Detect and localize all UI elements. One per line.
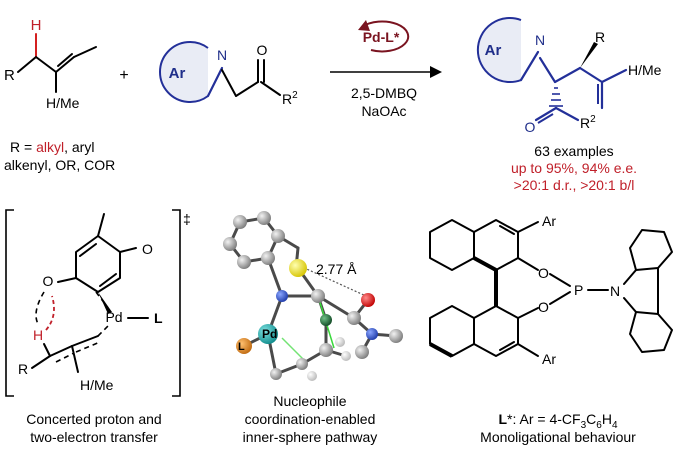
dagger-symbol: ‡ [183,211,191,227]
ts-caption-line2: two-electron transfer [30,429,158,445]
ts-h-label: H [33,327,43,343]
imine-o-label: O [257,42,268,58]
results-line1: 63 examples [534,143,613,159]
conditions-line1: 2,5-DMBQ [351,85,417,101]
model-caption-line1: Nucleophile [273,393,346,409]
conditions-line2: NaOAc [361,103,406,119]
r-def-line2: alkenyl, OR, COR [4,157,115,173]
plus-sign: + [119,67,128,84]
ts-hme-label: H/Me [80,377,114,393]
model-pd-label: Pd [262,327,277,341]
product-r2-label: R2 [580,114,596,131]
ts-oxygen-1: O [142,241,153,257]
r-definition: R = alkyl, aryl alkenyl, OR, COR [4,139,115,173]
product: Ar N H/Me R O R2 [476,17,662,135]
ts-l-label: L [154,310,163,326]
ligand-ar-bottom: Ar [542,351,556,367]
ligand-n: N [610,283,620,299]
ts-r-label: R [18,361,28,377]
alkene-h-label: H [31,17,42,34]
transition-state-panel: ‡ O O Pd L H R H/Me Concer [5,209,191,445]
ts-oxygen-2: O [43,273,54,289]
imine-r2-label: R2 [282,90,298,107]
reaction-arrow [330,66,442,78]
ts-caption-line1: Concerted proton and [26,411,161,427]
alkene-reactant: H R H/Me [4,17,97,111]
imine-ar-label: Ar [169,65,186,82]
alkene-r-label: R [4,67,15,84]
model-caption-line3: inner-sphere pathway [243,429,378,445]
model-caption-line2: coordination-enabled [245,411,376,427]
product-r-label: R [595,29,605,45]
imine-reactant: Ar N O R2 [159,41,298,107]
ligand-caption-line1: L*: Ar = 4-CF3C6H4 [498,411,617,431]
catalyst-label: Pd-L* [363,29,400,45]
model-l-label: L [238,341,245,353]
r-def-prefix: R = [10,139,36,155]
computed-model-panel: Pd L 2.77 Å Nucleophile coordination-ena… [223,211,403,445]
catalyst-cycle: Pd-L* [358,20,410,53]
product-n-label: N [535,32,545,48]
results-summary: 63 examples up to 95%, 94% e.e. >20:1 d.… [511,143,637,193]
alkene-hme-label: H/Me [46,95,80,111]
imine-n-label: N [217,47,227,63]
ts-pd-label: Pd [105,309,122,325]
ligand-ar-top: Ar [542,213,556,229]
svg-text:R = alkyl, aryl: R = alkyl, aryl [10,139,94,155]
results-line3: >20:1 d.r., >20:1 b/l [514,177,635,193]
ligand-o-top: O [538,265,549,281]
model-distance-label: 2.77 Å [316,261,357,277]
r-def-rest: , aryl [64,139,94,155]
ligand-caption-line2: Monoligational behaviour [480,429,636,445]
r-def-alkyl: alkyl [36,139,64,155]
results-line2: up to 95%, 94% e.e. [511,160,637,176]
ligand-panel: Ar O O Ar P N L*: Ar = 4-CF3C6H4 Monolig… [429,213,673,445]
ligand-p: P [574,282,583,298]
product-ar-label: Ar [485,42,502,59]
ligand-o-bottom: O [538,299,549,315]
product-hme-label: H/Me [628,62,662,78]
product-o-label: O [525,119,536,135]
